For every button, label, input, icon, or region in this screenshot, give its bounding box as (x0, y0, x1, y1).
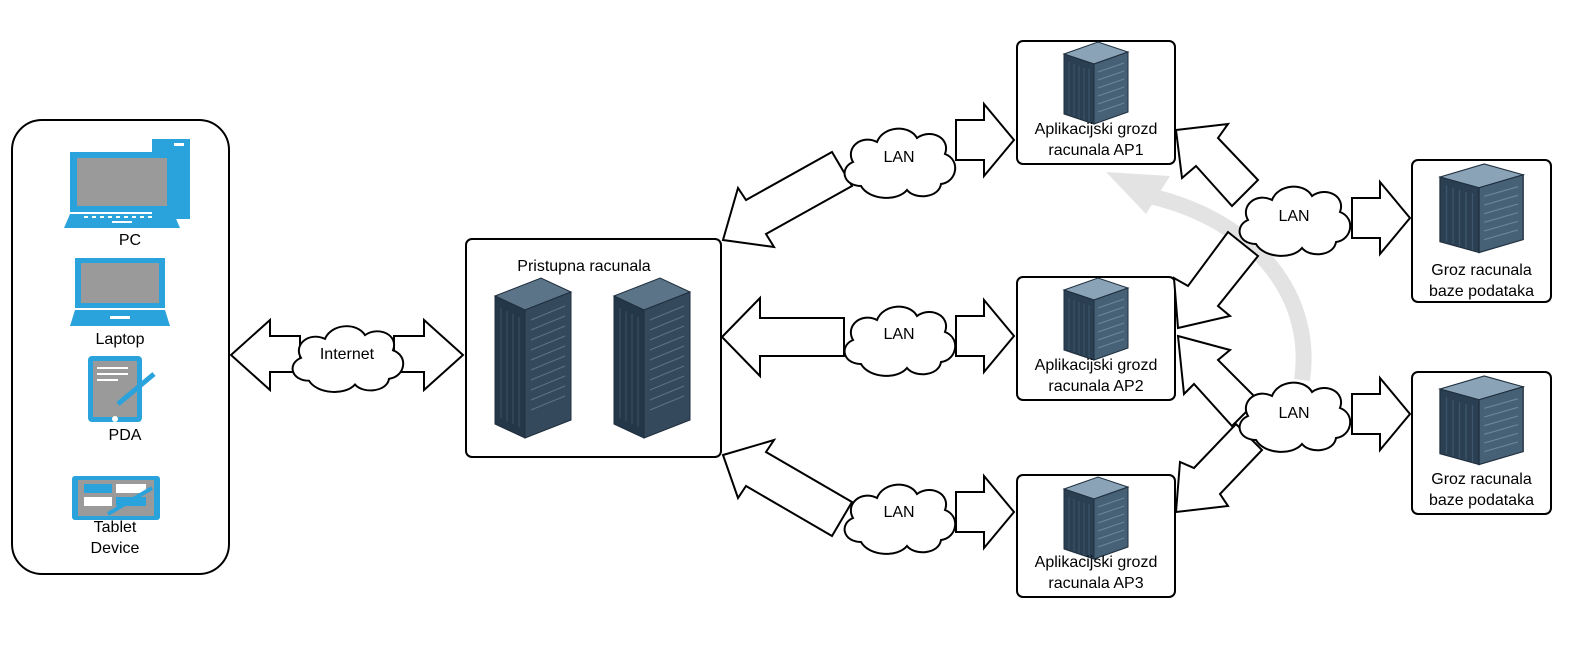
db-cluster-2-label: Groz racunala baze podataka (1412, 469, 1551, 511)
lan-bottom-label: LAN (883, 504, 915, 521)
pc-icon (64, 139, 190, 228)
lan-db-bottom-label: LAN (1278, 405, 1310, 422)
faded-arrowhead (1106, 172, 1170, 214)
db2-label-line2: baze podataka (1429, 492, 1534, 509)
tablet-icon (72, 476, 160, 520)
db1-label-line1: Groz racunala (1431, 262, 1532, 279)
laptop-icon (70, 258, 170, 326)
app-cluster-ap1-icon (1063, 41, 1129, 125)
ap1-label-line1: Aplikacijski grozd (1034, 121, 1158, 138)
ap3-label-line1: Aplikacijski grozd (1034, 554, 1158, 571)
db-cluster-1-icon (1439, 163, 1524, 254)
lan-top-label: LAN (883, 149, 915, 166)
lan-db-top-links (1172, 122, 1412, 330)
laptop-label: Laptop (95, 331, 145, 348)
lan-middle-label: LAN (883, 326, 915, 343)
faded-curved-arrow (1148, 188, 1312, 382)
app-cluster-ap2-label: Aplikacijski grozd racunala AP2 (1017, 355, 1175, 397)
tablet-label: Tablet Device (75, 517, 155, 559)
tablet-label-line2: Device (90, 540, 140, 557)
pda-icon (88, 356, 156, 422)
ap3-label-line2: racunala AP3 (1048, 575, 1144, 592)
lan-db-top-label: LAN (1278, 208, 1310, 225)
internet-label: Internet (319, 346, 375, 363)
app-cluster-ap3-label: Aplikacijski grozd racunala AP3 (1017, 552, 1175, 594)
app-cluster-ap2-icon (1063, 277, 1129, 361)
ap2-label-line2: racunala AP2 (1048, 378, 1144, 395)
app-cluster-ap1-label: Aplikacijski grozd racunala AP1 (1017, 119, 1175, 161)
lan-db-bottom-links (1174, 334, 1412, 514)
access-server-1-icon (494, 277, 572, 439)
lan-link-ap2 (720, 295, 1016, 379)
db-cluster-1-label: Groz racunala baze podataka (1412, 260, 1551, 302)
ap1-label-line2: racunala AP1 (1048, 142, 1144, 159)
db2-label-line1: Groz racunala (1431, 471, 1532, 488)
lan-link-ap1 (721, 101, 1016, 249)
db1-label-line2: baze podataka (1429, 283, 1534, 300)
access-servers-title: Pristupna racunala (517, 258, 651, 275)
db-cluster-2-icon (1439, 375, 1524, 466)
pc-label: PC (118, 232, 142, 249)
access-server-2-icon (613, 277, 691, 439)
ap2-label-line1: Aplikacijski grozd (1034, 357, 1158, 374)
lan-link-ap3 (721, 438, 1016, 551)
tablet-label-line1: Tablet (93, 519, 137, 536)
app-cluster-ap3-icon (1063, 476, 1129, 560)
pda-label: PDA (108, 427, 142, 444)
devices-panel (11, 119, 230, 575)
